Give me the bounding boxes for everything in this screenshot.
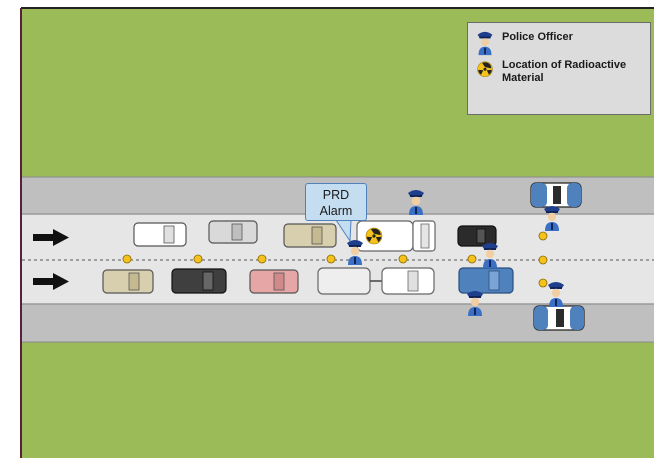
legend-item-radioactive: Location of Radioactive Material	[474, 59, 642, 85]
car-dark-gray	[171, 268, 227, 294]
police-officer-icon	[477, 31, 493, 56]
car-tan	[283, 223, 337, 248]
callout-line1: PRD	[322, 188, 350, 202]
police-car-top	[530, 182, 582, 208]
legend-item-police: Police Officer	[474, 31, 642, 57]
prd-alarm-callout: PRD Alarm	[305, 183, 367, 221]
truck-trailer	[317, 267, 435, 295]
radioactive-icon	[477, 61, 494, 78]
car-pink	[249, 269, 299, 294]
arrow-icon	[33, 273, 69, 290]
car-blue	[458, 267, 514, 294]
pylon-markers	[122, 231, 548, 288]
legend: Police Officer Location of Radioactive M…	[467, 22, 651, 115]
legend-label-radioactive: Location of Radioactive Material	[502, 59, 627, 84]
car-gray	[208, 220, 258, 244]
arrow-icon	[33, 229, 69, 246]
radioactive-icon	[365, 227, 383, 245]
car-black	[457, 225, 497, 247]
legend-label-police: Police Officer	[502, 31, 573, 43]
callout-line2: Alarm	[319, 204, 353, 218]
car-white	[133, 222, 187, 247]
car-tan	[102, 269, 154, 294]
police-car-bottom	[533, 305, 585, 331]
